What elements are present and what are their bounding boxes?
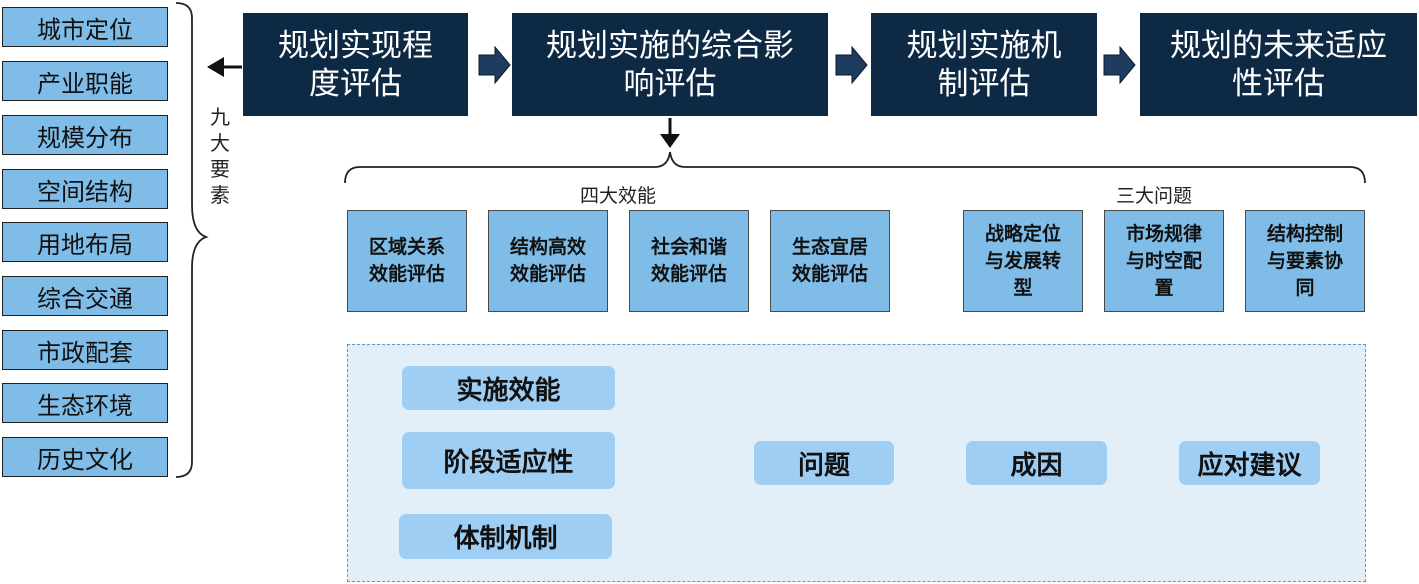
box-line: 市场规律 [1125, 222, 1202, 245]
top-box-line: 度评估 [309, 65, 402, 102]
problem-box-strategy: 战略定位与发展转型 [963, 210, 1083, 312]
problem-box-market: 市场规律与时空配置 [1104, 210, 1224, 312]
top-box-comprehensive-impact: 规划实施的综合影响评估 [512, 13, 828, 116]
input-pill-efficiency: 实施效能 [402, 366, 615, 410]
efficiency-box-regional: 区域关系效能评估 [347, 210, 467, 312]
element-label: 规模分布 [37, 123, 133, 152]
top-box-future-adaptability: 规划的未来适应性评估 [1140, 13, 1417, 116]
efficiency-box-social: 社会和谐效能评估 [629, 210, 749, 312]
group-label-three-problems: 三大问题 [1116, 185, 1193, 207]
element-label: 市政配套 [37, 338, 133, 367]
element-label: 生态环境 [37, 391, 133, 420]
element-item-land-use: 用地布局 [2, 222, 168, 262]
top-box-line: 规划实施的综合影 [546, 27, 794, 64]
element-item-municipal: 市政配套 [2, 330, 168, 370]
element-item-ecology: 生态环境 [2, 383, 168, 423]
flow-pill-problem: 问题 [754, 441, 894, 485]
box-line: 同 [1295, 276, 1315, 299]
box-line: 与要素协 [1266, 249, 1343, 272]
element-label: 空间结构 [37, 177, 133, 206]
vertical-char: 九 [210, 105, 230, 129]
element-label: 产业职能 [37, 69, 133, 98]
element-item-spatial-structure: 空间结构 [2, 169, 168, 209]
element-item-scale-distribution: 规模分布 [2, 115, 168, 155]
top-arrow-3 [1103, 45, 1136, 85]
box-line: 效能评估 [368, 263, 445, 285]
element-label: 综合交通 [37, 284, 133, 313]
box-line: 结构高效 [509, 236, 586, 258]
flow-pill-cause: 成因 [966, 441, 1107, 485]
box-line: 型 [1013, 276, 1033, 299]
box-line: 与时空配 [1125, 249, 1202, 272]
box-line: 与发展转 [984, 249, 1061, 272]
top-arrow-2 [835, 45, 868, 85]
top-box-line: 规划实现程 [278, 27, 433, 64]
box-line: 生态宜居 [791, 236, 868, 258]
box-line: 区域关系 [368, 236, 445, 258]
element-label: 城市定位 [37, 15, 133, 44]
input-pill-stage-adaptability: 阶段适应性 [402, 432, 615, 489]
problem-box-control: 结构控制与要素协同 [1245, 210, 1365, 312]
box-line: 效能评估 [791, 263, 868, 285]
down-arrow-head [660, 134, 680, 148]
element-item-urban-positioning: 城市定位 [2, 7, 168, 47]
box-line: 社会和谐 [650, 236, 727, 258]
arrow-to-elements-head [207, 57, 224, 77]
efficiency-box-ecology: 生态宜居效能评估 [770, 210, 890, 312]
top-box-line: 制评估 [937, 65, 1031, 102]
efficiency-box-structure: 结构高效效能评估 [488, 210, 608, 312]
group-label-four-efficiencies: 四大效能 [580, 185, 657, 207]
nine-elements-label: 九 大 要 素 [205, 104, 235, 208]
vertical-char: 大 [210, 131, 230, 155]
box-line: 效能评估 [650, 263, 727, 285]
top-box-line: 性评估 [1232, 65, 1325, 102]
top-box-implementation-degree: 规划实现程度评估 [243, 13, 468, 116]
box-line: 置 [1154, 276, 1174, 299]
element-label: 用地布局 [37, 230, 133, 259]
box-line: 战略定位 [984, 222, 1061, 245]
top-box-line: 规划的未来适应 [1170, 27, 1387, 64]
box-line: 结构控制 [1266, 222, 1343, 245]
vertical-char: 素 [210, 183, 230, 207]
element-item-history-culture: 历史文化 [2, 437, 168, 477]
top-box-line: 规划实施机 [906, 27, 1062, 64]
input-pill-mechanism: 体制机制 [399, 514, 612, 559]
elements-brace [175, 2, 209, 478]
top-box-mechanism: 规划实施机制评估 [871, 13, 1097, 116]
top-box-line: 响评估 [623, 65, 717, 102]
vertical-char: 要 [210, 157, 230, 181]
element-item-transport: 综合交通 [2, 276, 168, 316]
box-line: 效能评估 [509, 263, 586, 285]
flow-pill-recommendation: 应对建议 [1179, 441, 1320, 485]
horizontal-brace [344, 151, 1366, 184]
element-label: 历史文化 [37, 445, 133, 474]
top-arrow-1 [478, 45, 511, 85]
element-item-industrial-function: 产业职能 [2, 61, 168, 101]
